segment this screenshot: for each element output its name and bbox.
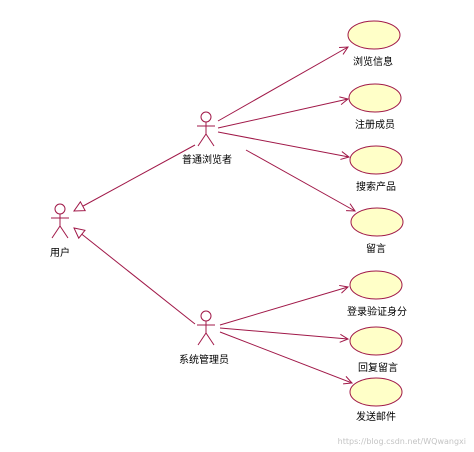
usecase-send-mail-label: 发送邮件 (356, 410, 396, 423)
usecase-message-shape (350, 207, 404, 237)
edge-browser-message (245, 149, 355, 211)
admin-association-edges (219, 287, 352, 383)
actor-admin-head-icon (200, 310, 212, 322)
actor-user-label: 用户 (50, 246, 70, 259)
edge-browser-to-user (74, 144, 196, 211)
usecase-send-mail-shape (349, 377, 403, 407)
actor-admin[interactable] (197, 310, 215, 346)
edge-browser-register (217, 99, 348, 129)
browser-association-edges (217, 47, 355, 211)
edge-admin-send-mail (219, 331, 352, 383)
edge-admin-to-user (74, 228, 196, 325)
edge-browser-search (217, 131, 349, 157)
usecase-search-shape (349, 145, 403, 175)
usecase-browse-info-shape (347, 20, 401, 50)
generalization-edges (74, 144, 196, 325)
actor-user[interactable] (51, 203, 69, 239)
usecase-register-label: 注册成员 (355, 118, 395, 131)
usecase-reply-label: 回复留言 (358, 361, 398, 374)
usecase-browse-info[interactable]: 浏览信息 (347, 20, 401, 68)
actor-browser[interactable] (197, 111, 215, 147)
usecase-message[interactable]: 留言 (350, 207, 404, 255)
usecase-search[interactable]: 搜索产品 (349, 145, 403, 193)
usecase-login-label: 登录验证身分 (347, 305, 407, 318)
usecase-login[interactable]: 登录验证身分 (347, 270, 407, 318)
edge-admin-login (219, 287, 348, 326)
usecase-message-label: 留言 (366, 242, 386, 255)
actor-user-head-icon (54, 203, 66, 215)
usecase-register-shape (348, 83, 402, 113)
usecase-reply[interactable]: 回复留言 (349, 326, 403, 374)
usecase-search-label: 搜索产品 (356, 180, 396, 193)
usecase-login-shape (349, 270, 403, 300)
usecase-send-mail[interactable]: 发送邮件 (349, 377, 403, 423)
edge-admin-reply (219, 327, 348, 339)
edge-browser-browse-info (217, 47, 348, 122)
usecase-reply-shape (349, 326, 403, 356)
watermark-text: https://blog.csdn.net/WQwangxi (338, 437, 466, 446)
actor-browser-label: 普通浏览者 (182, 153, 232, 166)
usecase-browse-info-label: 浏览信息 (353, 55, 393, 68)
actor-admin-label: 系统管理员 (179, 353, 229, 366)
usecase-register[interactable]: 注册成员 (348, 83, 402, 131)
actor-browser-head-icon (200, 111, 212, 123)
